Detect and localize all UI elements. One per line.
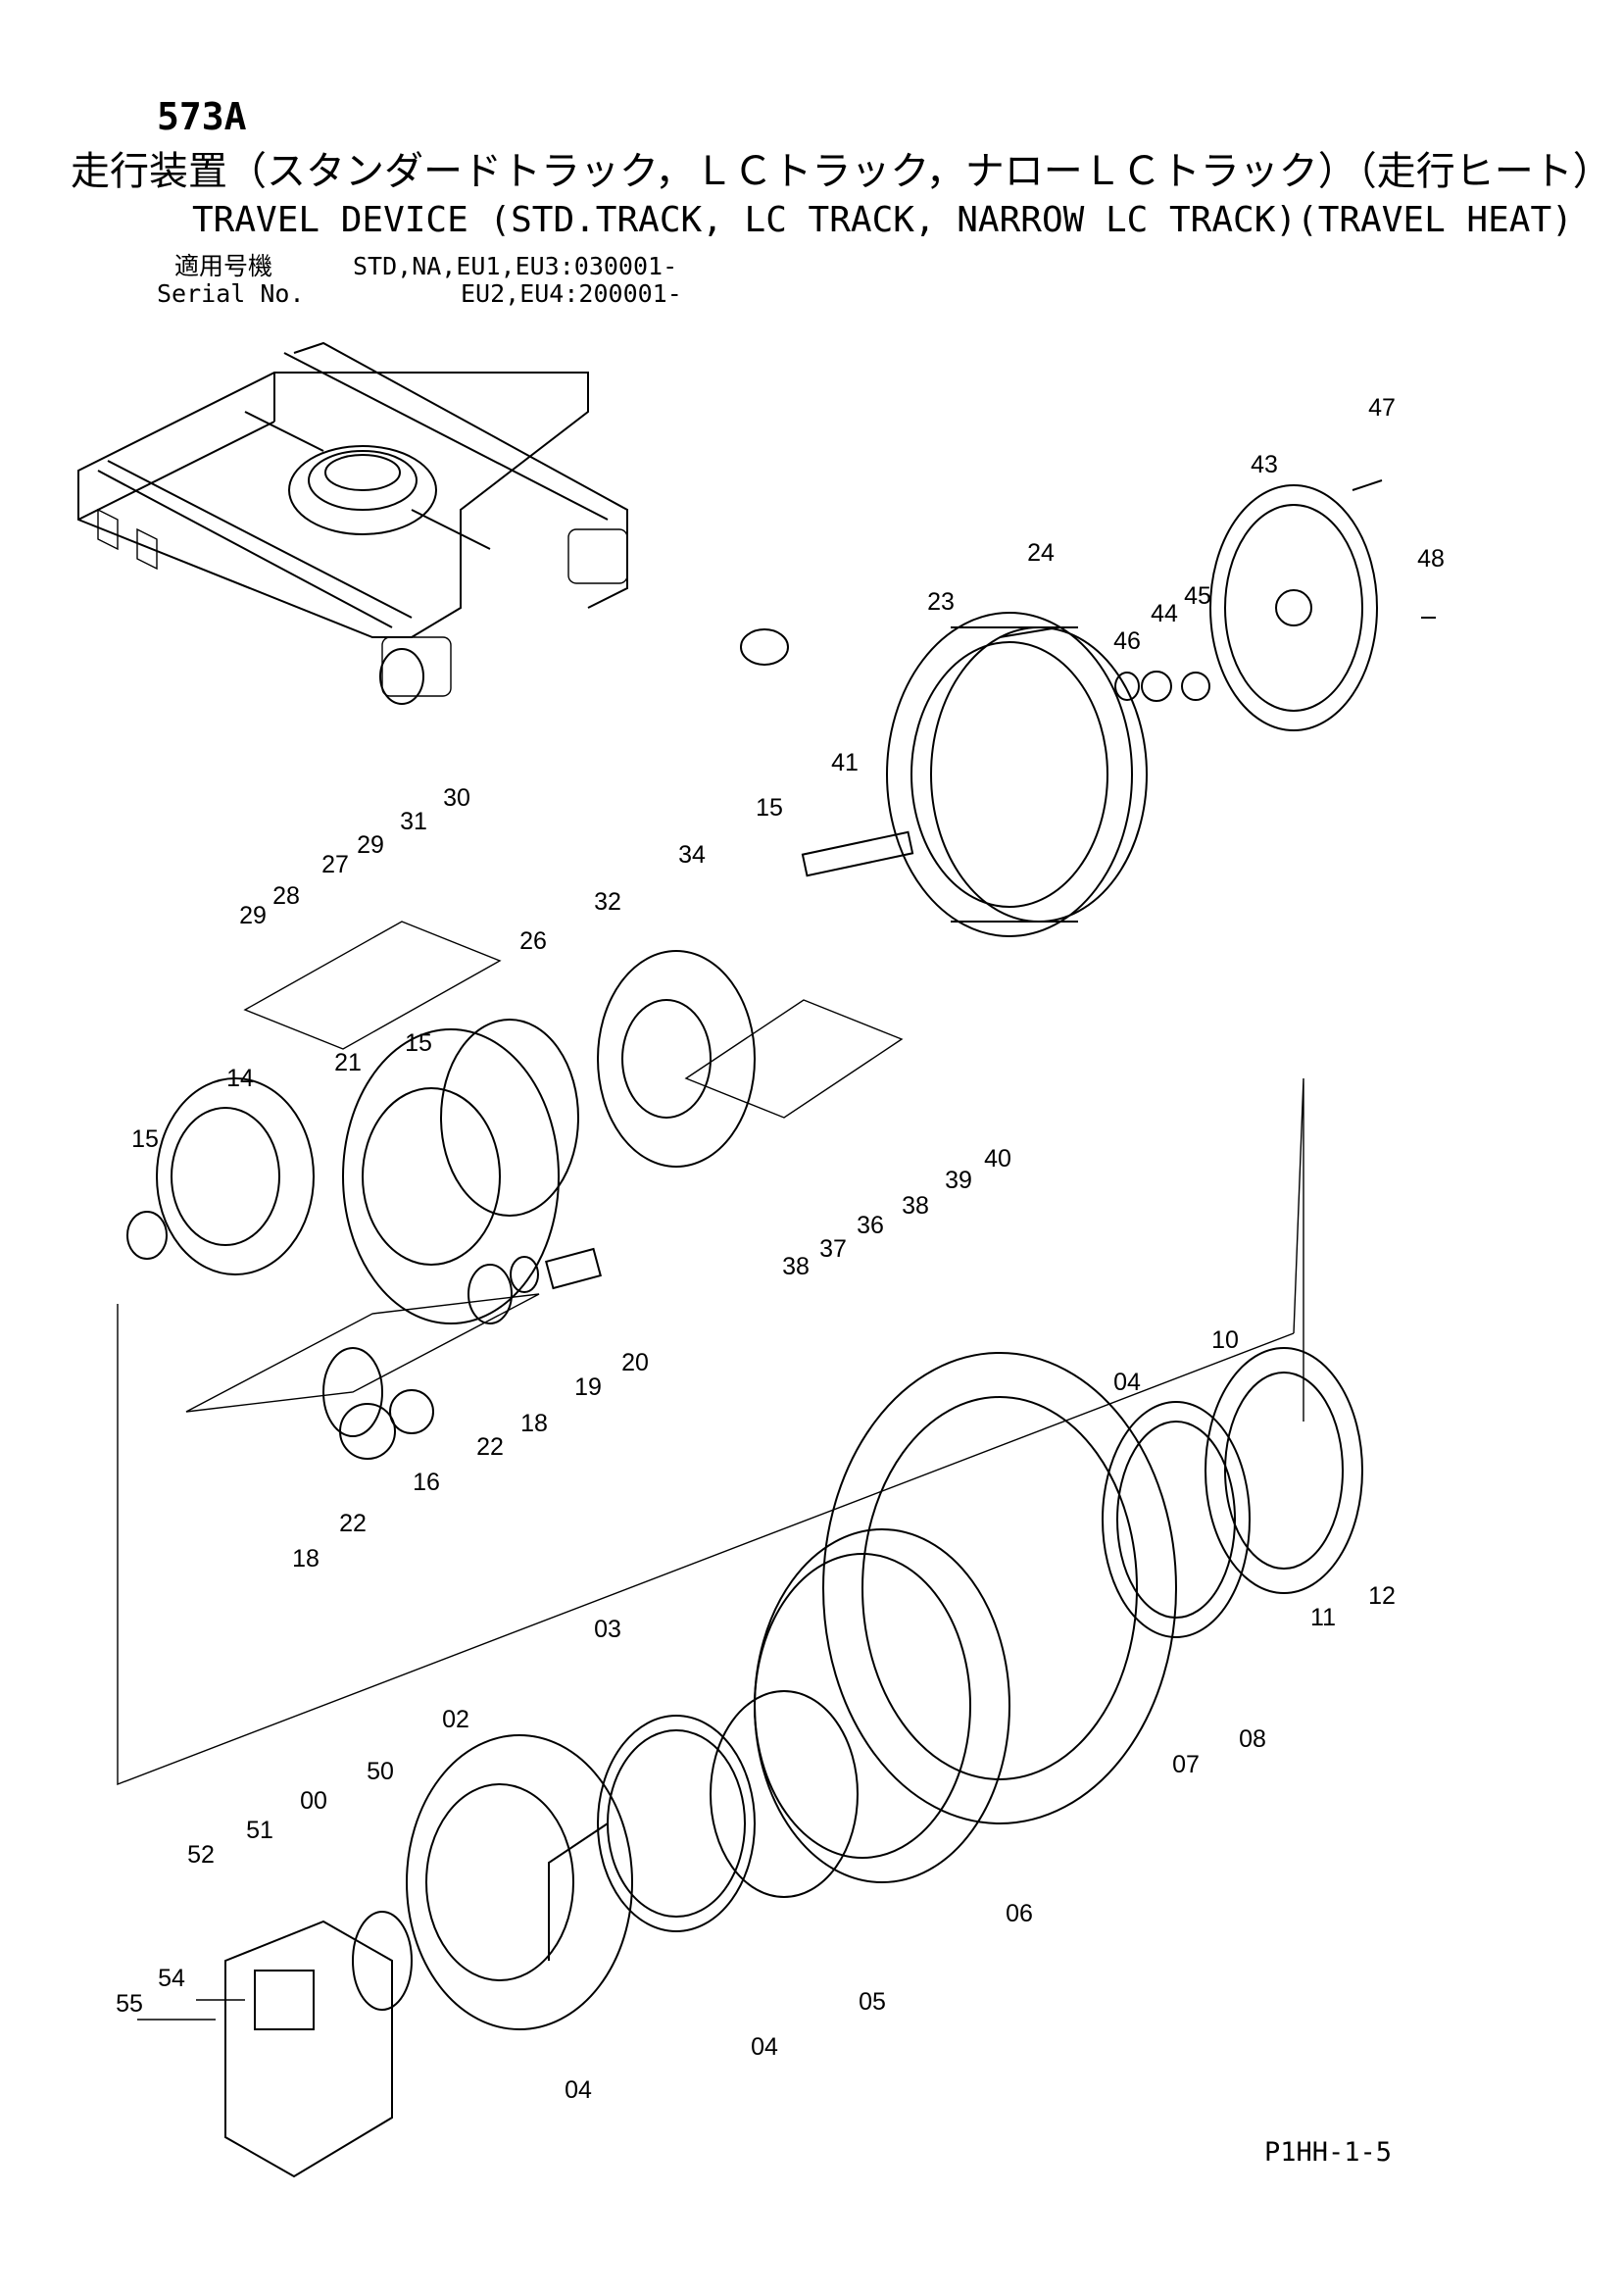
callouts: 00 02 03 04 04 04 05 06 07 08 10 11 12 1… <box>116 394 1445 2104</box>
callout-40: 40 <box>984 1145 1011 1173</box>
callout-22-left: 22 <box>339 1510 367 1537</box>
callout-44: 44 <box>1151 600 1178 627</box>
callout-45: 45 <box>1184 582 1211 610</box>
callout-30: 30 <box>443 784 470 812</box>
callout-39: 39 <box>945 1167 972 1194</box>
callout-34: 34 <box>678 841 706 869</box>
callout-19: 19 <box>574 1373 602 1401</box>
group-lines <box>117 921 1304 1786</box>
serial-value-2: EU2,EU4:200001- <box>461 279 682 308</box>
callout-12: 12 <box>1368 1582 1396 1610</box>
callout-29-right: 29 <box>357 831 384 859</box>
callout-29-left: 29 <box>239 902 267 929</box>
callout-50: 50 <box>367 1758 394 1785</box>
callout-05: 05 <box>859 1988 886 2016</box>
callout-15-left: 15 <box>131 1125 159 1153</box>
callout-22-right: 22 <box>476 1433 504 1461</box>
undercarriage-thumbnail <box>77 341 628 705</box>
callout-18-right: 18 <box>520 1410 548 1437</box>
callout-37: 37 <box>819 1235 847 1263</box>
title-english: TRAVEL DEVICE (STD.TRACK, LC TRACK, NARR… <box>192 200 1573 240</box>
callout-23: 23 <box>927 588 955 616</box>
callout-14: 14 <box>226 1065 254 1092</box>
callout-38-left: 38 <box>782 1253 810 1280</box>
callout-18-left: 18 <box>292 1545 320 1572</box>
callout-08: 08 <box>1239 1725 1266 1753</box>
callout-20: 20 <box>621 1349 649 1376</box>
callout-55: 55 <box>116 1990 143 2018</box>
hub-assembly <box>126 479 1436 2178</box>
callout-03: 03 <box>594 1616 621 1643</box>
callout-36: 36 <box>857 1212 884 1239</box>
callout-48: 48 <box>1417 545 1445 573</box>
callout-47: 47 <box>1368 394 1396 422</box>
document-code: P1HH-1-5 <box>1264 2137 1393 2168</box>
serial-label-japanese: 適用号機 <box>174 252 273 280</box>
callout-07: 07 <box>1172 1751 1200 1778</box>
callout-46: 46 <box>1113 627 1141 655</box>
callout-06: 06 <box>1006 1900 1033 1927</box>
callout-51: 51 <box>246 1817 273 1844</box>
callout-04-bottom: 04 <box>751 2033 778 2061</box>
callout-31: 31 <box>400 808 427 835</box>
callout-02: 02 <box>442 1706 469 1733</box>
callout-54: 54 <box>158 1965 185 1992</box>
callout-26: 26 <box>519 927 547 955</box>
callout-04-extra: 04 <box>565 2076 592 2104</box>
callout-28: 28 <box>272 882 300 910</box>
callout-15-top: 15 <box>756 794 783 822</box>
title-japanese: 走行装置（スタンダードトラック，ＬＣトラック，ナローＬＣトラック）（走行ヒート） <box>71 149 1612 194</box>
callout-11: 11 <box>1310 1604 1336 1631</box>
callout-15-mid: 15 <box>405 1029 432 1057</box>
callout-00: 00 <box>300 1787 327 1815</box>
callout-41: 41 <box>831 749 859 776</box>
callout-32: 32 <box>594 888 621 916</box>
callout-43: 43 <box>1251 451 1278 478</box>
callout-24: 24 <box>1027 539 1055 567</box>
serial-label-english: Serial No. <box>157 279 305 308</box>
page-number: 573A <box>157 95 247 138</box>
callout-27: 27 <box>321 851 349 878</box>
serial-value-1: STD,NA,EU1,EU3:030001- <box>353 252 678 280</box>
callout-38-right: 38 <box>902 1192 929 1220</box>
callout-04-top: 04 <box>1113 1369 1141 1396</box>
callout-52: 52 <box>187 1841 215 1869</box>
callout-21: 21 <box>334 1049 362 1076</box>
callout-16: 16 <box>413 1469 440 1496</box>
callout-10: 10 <box>1211 1326 1239 1354</box>
